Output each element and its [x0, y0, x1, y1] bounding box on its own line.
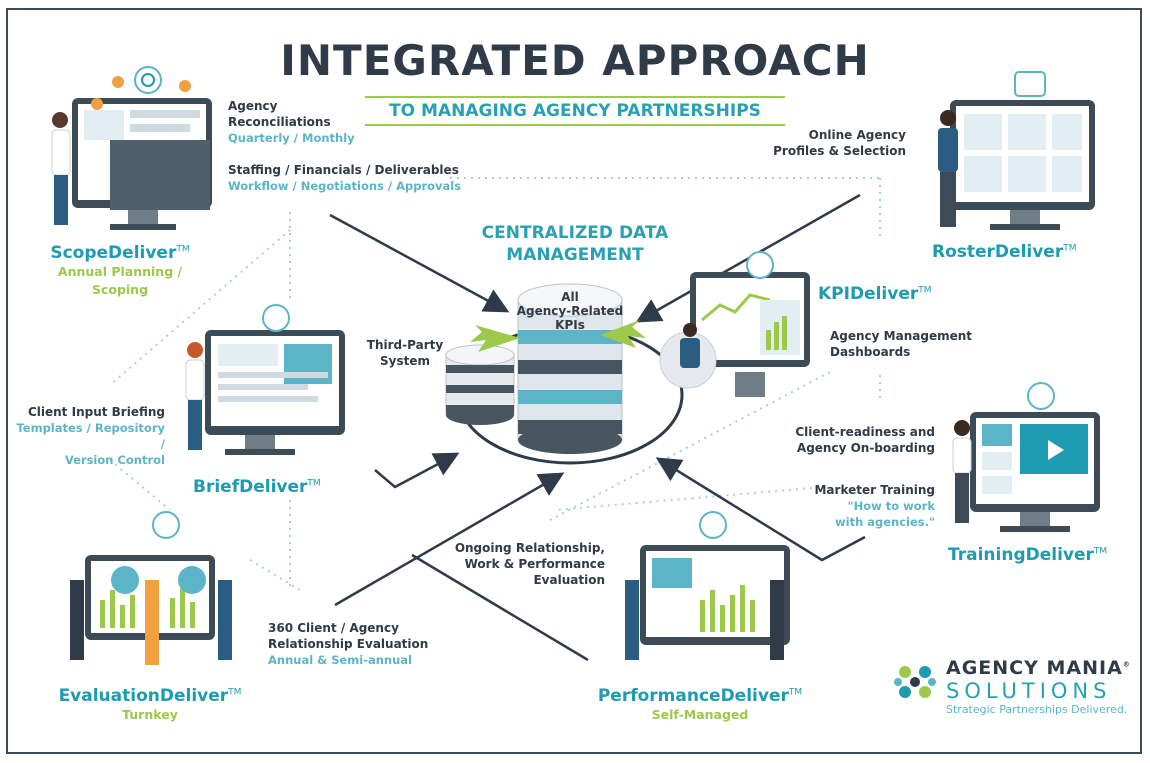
scope-monitor-illustration — [51, 66, 212, 230]
kpi-monitor-illustration — [659, 251, 810, 397]
database-label-line2: Agency-Related — [516, 304, 624, 318]
online-agency-label: Online Agency Profiles & Selection — [773, 128, 906, 158]
agency-mania-logo-icon — [894, 666, 936, 698]
staffing-label: Staffing / Financials / Deliverables Wor… — [228, 163, 462, 193]
marketer-training-label: Marketer Training "How to work with agen… — [814, 483, 935, 529]
scope-deliver-block: ScopeDeliverTM Annual Planning / Scoping — [30, 243, 210, 299]
training-deliver-title: TrainingDeliverTM — [948, 545, 1108, 565]
third-party-line2: System — [380, 354, 430, 368]
third-party-line1: Third-Party — [366, 338, 444, 352]
center-title-line1: CENTRALIZED DATA — [481, 223, 669, 243]
third-party-label: Third-Party System — [360, 337, 450, 369]
performance-deliver-title: PerformanceDeliverTM — [597, 686, 803, 706]
brief-deliver-title: BriefDeliverTM — [193, 477, 321, 497]
page-title: INTEGRATED APPROACH — [280, 36, 870, 85]
database-label: All Agency-Related KPIs — [510, 290, 630, 332]
agency-mania-logo: AGENCY MANIA® SOLUTIONS Strategic Partne… — [946, 657, 1131, 716]
kpi-deliver-title: KPIDeliverTM — [818, 284, 932, 304]
logo-name: AGENCY MANIA® — [946, 657, 1131, 679]
agency-reconciliations-label: Agency Reconciliations Quarterly / Month… — [228, 99, 355, 145]
page-subtitle: TO MANAGING AGENCY PARTNERSHIPS — [365, 96, 785, 126]
brief-monitor-illustration — [185, 304, 345, 455]
training-monitor-illustration — [952, 382, 1100, 532]
roster-deliver-title: RosterDeliverTM — [932, 242, 1077, 262]
evaluation-deliver-subtitle: Turnkey — [122, 707, 178, 722]
performance-deliver-subtitle: Self-Managed — [651, 707, 749, 722]
scope-deliver-title: ScopeDeliverTM — [50, 243, 190, 263]
evaluation-deliver-title: EvaluationDeliverTM — [58, 686, 242, 706]
roster-monitor-illustration — [938, 71, 1095, 230]
border-frame — [6, 8, 1142, 754]
scope-deliver-subtitle: Annual Planning / Scoping — [57, 264, 183, 297]
database-label-line1: All — [561, 290, 579, 304]
performance-monitor-illustration — [625, 511, 790, 660]
evaluation-monitor-illustration — [70, 511, 232, 665]
performance-deliver-block: PerformanceDeliverTM Self-Managed — [580, 686, 820, 724]
main-database-icon — [517, 283, 623, 454]
client-readiness-label: Client-readiness and Agency On-boarding — [795, 425, 935, 455]
dotted-connectors — [109, 177, 881, 591]
ongoing-relationship-label: Ongoing Relationship, Work & Performance… — [454, 541, 605, 587]
evaluation-360-label: 360 Client / Agency Relationship Evaluat… — [268, 621, 429, 667]
left-green-arrow-icon — [470, 325, 520, 352]
logo-solutions: SOLUTIONS — [946, 679, 1112, 703]
database-label-line3: KPIs — [555, 318, 585, 332]
right-green-arrow-icon — [600, 320, 646, 348]
agency-management-label: Agency Management Dashboards — [830, 329, 973, 359]
center-title-line2: MANAGEMENT — [506, 245, 644, 265]
evaluation-deliver-block: EvaluationDeliverTM Turnkey — [40, 686, 260, 724]
client-input-label: Client Input Briefing Templates / Reposi… — [16, 405, 165, 467]
center-title: CENTRALIZED DATA MANAGEMENT — [440, 222, 710, 266]
third-party-database-icon — [445, 344, 515, 425]
logo-tagline: Strategic Partnerships Delivered. — [946, 703, 1128, 716]
